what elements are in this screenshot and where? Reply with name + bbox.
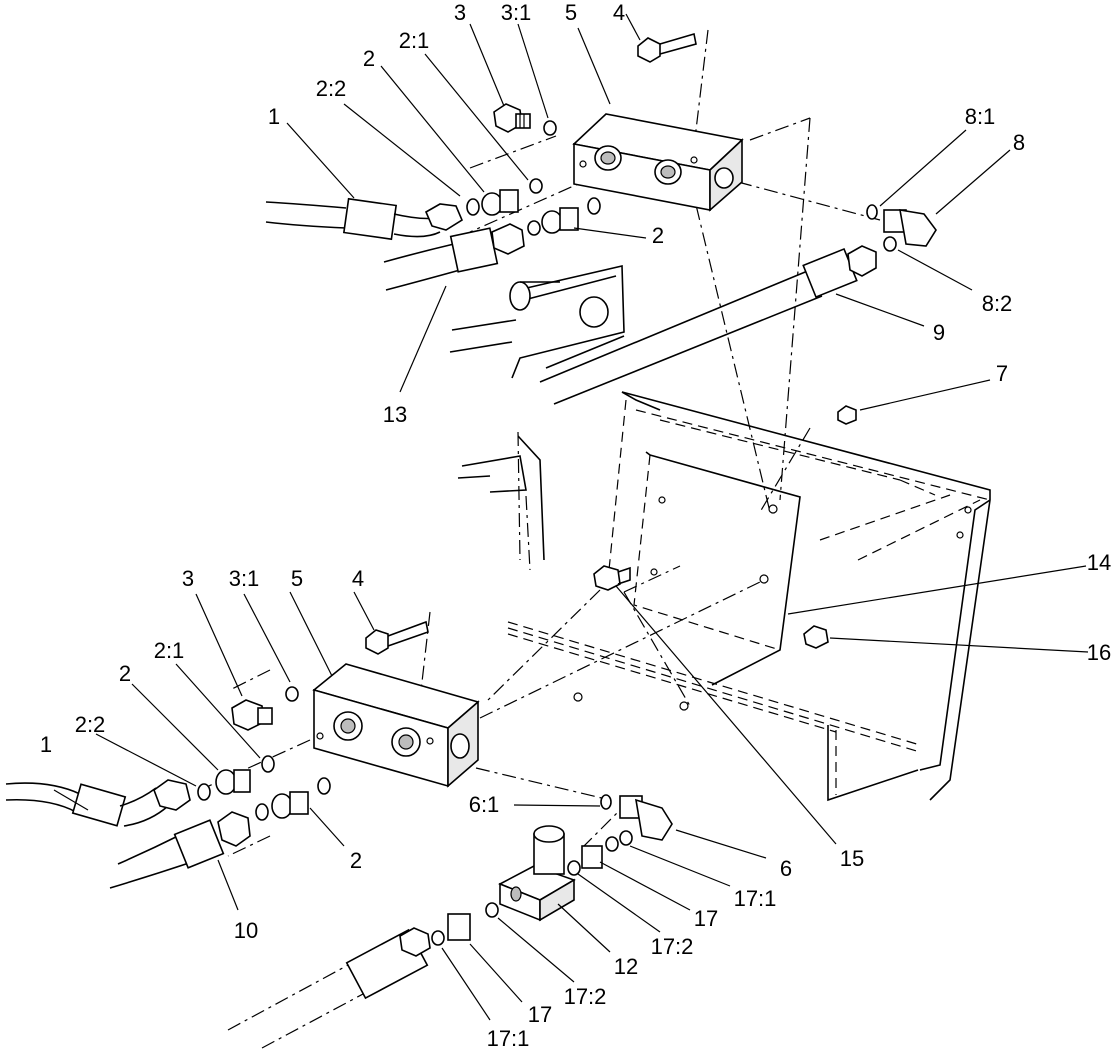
callout-3-1-top: 3:1 bbox=[501, 0, 532, 25]
fittings-17-left bbox=[432, 903, 498, 945]
callout-16: 16 bbox=[1087, 640, 1111, 665]
nut-7 bbox=[838, 406, 856, 424]
callout-17-low: 17 bbox=[528, 1002, 552, 1027]
callout-5-bottom: 5 bbox=[291, 566, 303, 591]
fittings-bottom-row bbox=[198, 756, 330, 820]
callout-9: 9 bbox=[933, 320, 945, 345]
fitting-3-bottom bbox=[232, 700, 272, 730]
tee-fitting-12 bbox=[500, 826, 574, 920]
mounting-bracket bbox=[508, 392, 990, 800]
callout-2-2-bottom: 2:2 bbox=[75, 712, 106, 737]
callout-2-1-bottom: 2:1 bbox=[154, 638, 185, 663]
callout-17-1-low: 17:1 bbox=[487, 1026, 530, 1051]
elbow-fitting-8 bbox=[867, 205, 936, 251]
callout-8-2: 8:2 bbox=[982, 291, 1013, 316]
hose-lower bbox=[228, 928, 430, 1048]
bolt-15 bbox=[594, 566, 630, 590]
frame-top-left bbox=[450, 266, 624, 560]
callout-1-bottom: 1 bbox=[40, 732, 52, 757]
callout-15: 15 bbox=[840, 846, 864, 871]
callout-1-top: 1 bbox=[268, 104, 280, 129]
callout-6-1: 6:1 bbox=[469, 792, 500, 817]
callout-4-bottom: 4 bbox=[352, 566, 364, 591]
fittings-17-right bbox=[568, 837, 618, 875]
callout-17-right: 17 bbox=[694, 906, 718, 931]
hose-1-bottom bbox=[6, 780, 190, 826]
bolt-4-top bbox=[638, 34, 696, 62]
hose-10 bbox=[110, 812, 250, 888]
callout-7: 7 bbox=[996, 361, 1008, 386]
valve-block-top bbox=[574, 114, 742, 210]
callout-17-2-right: 17:2 bbox=[651, 934, 694, 959]
valve-block-bottom bbox=[314, 664, 478, 786]
assembly-center-lines bbox=[200, 30, 880, 856]
callout-13: 13 bbox=[383, 402, 407, 427]
callout-12: 12 bbox=[614, 954, 638, 979]
nut-16 bbox=[804, 626, 828, 648]
callout-17-2-low: 17:2 bbox=[564, 984, 607, 1009]
o-ring-3-1-bottom bbox=[286, 687, 298, 701]
hose-13 bbox=[384, 224, 524, 290]
callout-2-bottom: 2 bbox=[119, 661, 131, 686]
callout-14: 14 bbox=[1087, 550, 1111, 575]
callout-2-1-top: 2:1 bbox=[399, 28, 430, 53]
callout-2-2-top: 2:2 bbox=[316, 76, 347, 101]
fittings-top-row bbox=[467, 179, 600, 235]
callout-3-top: 3 bbox=[454, 0, 466, 25]
callout-5-top: 5 bbox=[565, 0, 577, 25]
callout-10: 10 bbox=[234, 918, 258, 943]
callout-2-top-right: 2 bbox=[652, 223, 664, 248]
callout-6: 6 bbox=[780, 856, 792, 881]
callout-3-bottom: 3 bbox=[182, 566, 194, 591]
o-ring-3-1-top bbox=[544, 121, 556, 135]
callout-8: 8 bbox=[1013, 130, 1025, 155]
callout-3-1-bottom: 3:1 bbox=[229, 566, 260, 591]
callout-17-1-right: 17:1 bbox=[734, 886, 777, 911]
callout-4-top: 4 bbox=[613, 0, 625, 25]
callout-2-top: 2 bbox=[363, 46, 375, 71]
hose-1-top bbox=[266, 199, 462, 239]
callout-2-bottom-right: 2 bbox=[350, 848, 362, 873]
callout-8-1: 8:1 bbox=[965, 104, 996, 129]
fitting-3-top bbox=[494, 104, 530, 132]
bolt-4-bottom bbox=[366, 622, 428, 654]
